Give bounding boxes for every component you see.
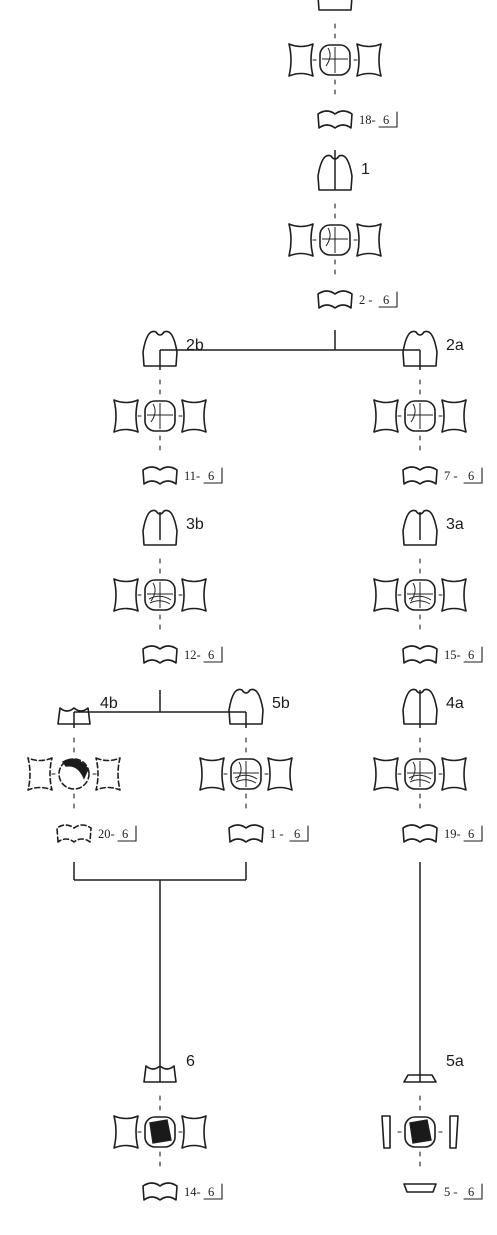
cusp-lines bbox=[322, 47, 348, 73]
specimen-code: 14- bbox=[184, 1185, 201, 1199]
specimen-code: 19- bbox=[444, 827, 461, 841]
mesial-side-view bbox=[289, 224, 313, 256]
tooth-number: 6 bbox=[294, 827, 300, 841]
cusp-lines bbox=[233, 761, 259, 787]
root-buccal-view bbox=[57, 825, 91, 842]
stage-label: 5b bbox=[272, 695, 290, 712]
mesial-side-view bbox=[382, 1116, 390, 1148]
root-buccal-view bbox=[143, 1183, 177, 1200]
distal-side-view bbox=[182, 579, 206, 611]
stage-node: 5a 5 - 6 bbox=[382, 1053, 482, 1199]
tooth-number: 6 bbox=[468, 827, 474, 841]
specimen-code: 5 - bbox=[444, 1185, 458, 1199]
tooth-number: 6 bbox=[468, 469, 474, 483]
stage-label: 3b bbox=[186, 516, 204, 533]
dentin-exposure bbox=[410, 1120, 431, 1143]
dentin-exposure bbox=[150, 1120, 171, 1143]
stage-label: 6 bbox=[186, 1053, 195, 1070]
mesial-side-view bbox=[114, 400, 138, 432]
specimen-code: 12- bbox=[184, 648, 201, 662]
tooth-number: 6 bbox=[383, 293, 389, 307]
mesial-side-view bbox=[374, 579, 398, 611]
stage-node: 2a 7 - 6 bbox=[374, 331, 482, 484]
mesial-side-view bbox=[374, 400, 398, 432]
cusp-lines bbox=[407, 403, 433, 429]
specimen-code: 15- bbox=[444, 648, 461, 662]
cusp-lines bbox=[322, 227, 348, 253]
root-buccal-view bbox=[143, 467, 177, 484]
distal-side-view bbox=[182, 1116, 206, 1148]
distal-side-view bbox=[96, 758, 120, 790]
mesial-side-view bbox=[374, 758, 398, 790]
stage-label: 3a bbox=[446, 516, 464, 533]
stage-links bbox=[74, 150, 420, 1082]
crown-top-view bbox=[318, 0, 352, 10]
tooth-number: 6 bbox=[383, 113, 389, 127]
tooth-number: 6 bbox=[208, 469, 214, 483]
stage-node: 2b 11- 6 bbox=[114, 331, 222, 484]
mesial-side-view bbox=[114, 1116, 138, 1148]
mesial-side-view bbox=[114, 579, 138, 611]
stage-node: 4a 19- 6 bbox=[374, 689, 482, 842]
root-buccal-view bbox=[318, 111, 352, 128]
stage-label: 1 bbox=[361, 161, 370, 178]
stage-label: 4a bbox=[446, 695, 464, 712]
distal-side-view bbox=[442, 758, 466, 790]
specimen-code: 2 - bbox=[359, 293, 373, 307]
cusp-lines bbox=[407, 761, 433, 787]
root-buccal-view bbox=[143, 646, 177, 663]
root-buccal-view bbox=[403, 646, 437, 663]
distal-side-view bbox=[357, 224, 381, 256]
tooth-number: 6 bbox=[468, 648, 474, 662]
root-buccal-view bbox=[318, 291, 352, 308]
link-merge bbox=[74, 862, 246, 880]
root-buccal-view bbox=[403, 825, 437, 842]
specimen-code: 18- bbox=[359, 113, 376, 127]
stage-label: 4b bbox=[100, 695, 118, 712]
stage-label: 2b bbox=[186, 337, 204, 354]
stage-label: 5a bbox=[446, 1053, 464, 1070]
tooth-number: 6 bbox=[208, 1185, 214, 1199]
distal-side-view bbox=[442, 400, 466, 432]
stage-label: 2a bbox=[446, 337, 464, 354]
stage-node: 018-6 bbox=[289, 0, 397, 128]
specimen-code: 11- bbox=[184, 469, 200, 483]
tooth-number: 6 bbox=[208, 648, 214, 662]
tooth-number: 6 bbox=[468, 1185, 474, 1199]
root-buccal-view bbox=[404, 1184, 436, 1192]
distal-side-view bbox=[450, 1116, 458, 1148]
mesial-side-view bbox=[28, 758, 52, 790]
specimen-code: 1 - bbox=[270, 827, 284, 841]
specimen-code: 20- bbox=[98, 827, 115, 841]
specimen-code: 7 - bbox=[444, 469, 458, 483]
mesial-side-view bbox=[289, 44, 313, 76]
distal-side-view bbox=[268, 758, 292, 790]
tooth-number: 6 bbox=[122, 827, 128, 841]
cusp-lines bbox=[147, 403, 173, 429]
distal-side-view bbox=[442, 579, 466, 611]
cusp-lines bbox=[147, 582, 173, 608]
stage-node: 1 2 - 6 bbox=[289, 155, 397, 308]
stage-node: 4b 20- 6 bbox=[28, 695, 136, 842]
stage-node: 3b 12- 6 bbox=[114, 510, 222, 663]
mesial-side-view bbox=[200, 758, 224, 790]
distal-side-view bbox=[357, 44, 381, 76]
root-buccal-view bbox=[229, 825, 263, 842]
distal-side-view bbox=[182, 400, 206, 432]
cusp-lines bbox=[407, 582, 433, 608]
stage-node: 6 14- 6 bbox=[114, 1053, 222, 1200]
stage-node: 3a 15- 6 bbox=[374, 510, 482, 663]
root-buccal-view bbox=[403, 467, 437, 484]
